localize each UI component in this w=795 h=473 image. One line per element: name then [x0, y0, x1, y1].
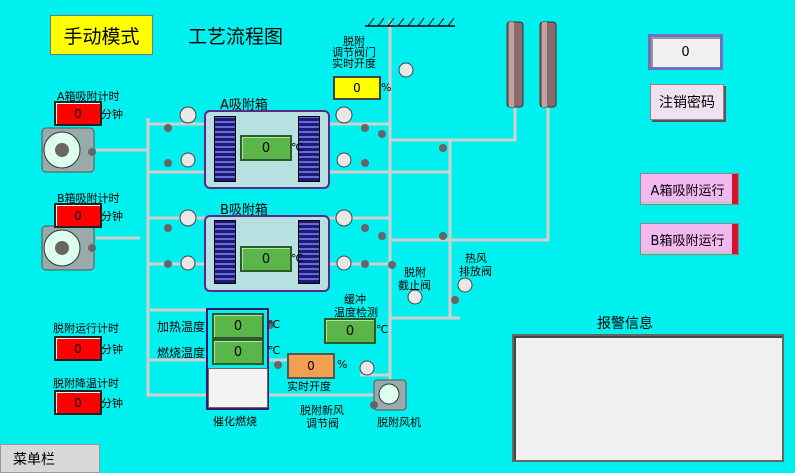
b-run-button[interactable]: B箱吸附运行	[640, 223, 739, 255]
menu-button[interactable]: 菜单栏	[0, 444, 100, 473]
b-timer-label: B箱吸附计时	[57, 192, 120, 205]
desorb-cool-unit: 分钟	[101, 397, 123, 410]
desorb-shutoff-label-2: 截止阀	[398, 279, 431, 292]
a-timer-unit: 分钟	[101, 108, 123, 121]
alarm-info-box[interactable]	[512, 334, 784, 462]
burn-temp-value: 0	[212, 339, 264, 365]
filter-brick-icon	[298, 116, 320, 182]
top-value-display[interactable]: 0	[648, 34, 723, 70]
chimney-icon	[506, 21, 557, 108]
tank-b-temp-unit: ℃	[291, 252, 304, 265]
buffer-temp-unit: ℃	[376, 323, 389, 336]
tank-a-temp-unit: ℃	[291, 141, 304, 154]
a-timer-value: 0	[54, 101, 102, 126]
tank-a-temp: 0	[240, 135, 292, 161]
mode-indicator[interactable]: 手动模式	[50, 15, 153, 55]
desorb-valve-value[interactable]: 0	[333, 76, 381, 100]
hot-air-label-2: 排放阀	[459, 265, 492, 278]
b-timer-value: 0	[54, 203, 102, 228]
heating-temp-value: 0	[212, 313, 264, 339]
filter-brick-icon	[214, 220, 236, 284]
fresh-air-value[interactable]: 0	[287, 353, 335, 379]
heating-temp-label: 加热温度	[157, 320, 206, 334]
tank-a-label: A吸附箱	[220, 98, 268, 113]
buffer-label-2: 温度检测	[334, 306, 378, 319]
tank-b-label: B吸附箱	[220, 203, 268, 218]
b-timer-unit: 分钟	[101, 210, 123, 223]
fresh-air-opening-label: 实时开度	[287, 380, 331, 393]
desorb-shutoff-label-1: 脱附	[404, 266, 426, 279]
burn-temp-label: 燃烧温度	[157, 346, 206, 360]
desorb-cool-value: 0	[54, 390, 102, 415]
desorb-run-unit: 分钟	[101, 343, 123, 356]
hot-air-label-1: 热风	[465, 252, 487, 265]
heating-temp-unit: ℃	[268, 318, 281, 331]
tank-b-temp: 0	[240, 246, 292, 272]
desorb-cool-label: 脱附降温计时	[53, 377, 119, 390]
fresh-air-valve-label-2: 调节阀	[306, 417, 339, 430]
burner-icon	[208, 368, 268, 408]
filter-brick-icon	[298, 220, 320, 284]
fresh-air-unit: %	[337, 358, 348, 371]
desorb-fan-label: 脱附风机	[377, 416, 421, 429]
alarm-label: 报警信息	[597, 316, 653, 332]
desorb-valve-label: 脱附 调节阀门 实时开度	[332, 35, 376, 70]
a-timer-label: A箱吸附计时	[57, 90, 120, 103]
desorb-run-label: 脱附运行计时	[53, 322, 119, 335]
filter-brick-icon	[214, 116, 236, 182]
buffer-temp-value: 0	[324, 318, 376, 344]
logout-button[interactable]: 注销密码	[650, 84, 724, 120]
desorb-run-value: 0	[54, 336, 102, 361]
burn-temp-unit: ℃	[268, 344, 281, 357]
catalytic-label: 催化燃烧	[213, 415, 257, 428]
buffer-label-1: 缓冲	[344, 293, 366, 306]
fresh-air-valve-label-1: 脱附新风	[300, 404, 344, 417]
desorb-valve-unit: %	[381, 81, 392, 94]
a-run-button[interactable]: A箱吸附运行	[640, 173, 739, 205]
page-title: 工艺流程图	[188, 26, 284, 48]
